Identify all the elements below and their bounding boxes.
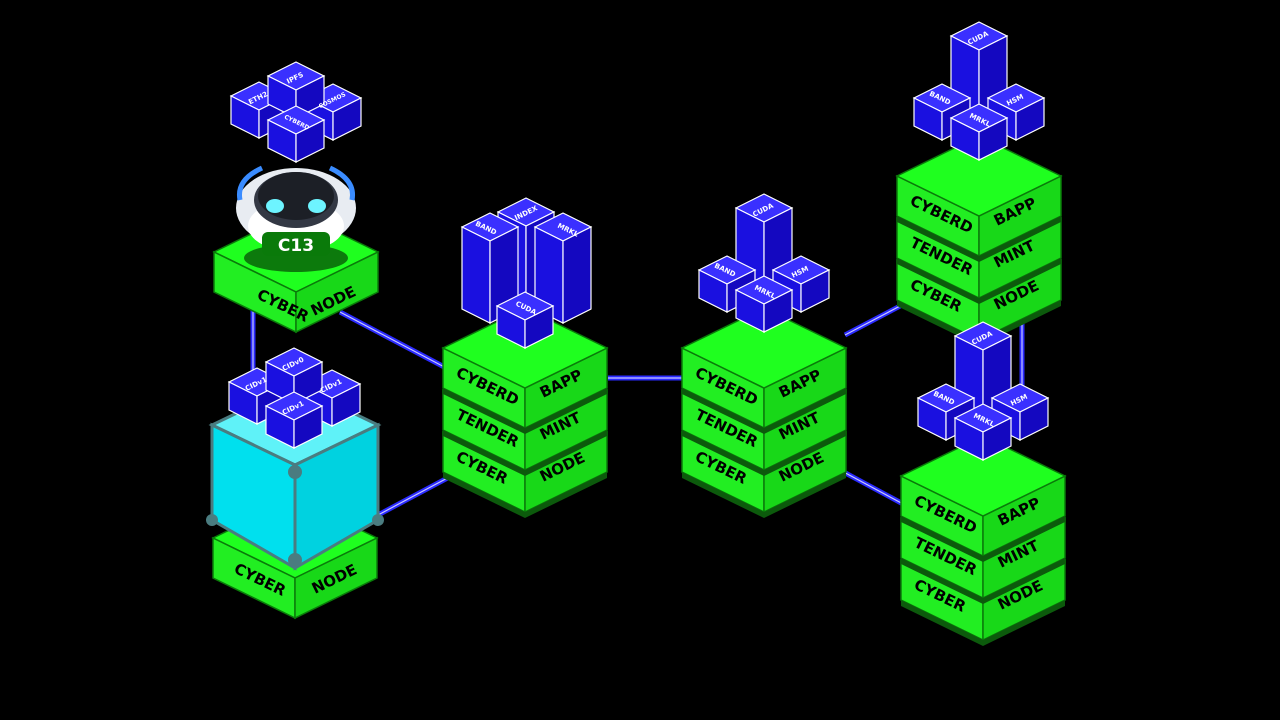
- stack-top-face: [895, 135, 1063, 217]
- stack-top-face: [899, 435, 1067, 517]
- robot-eye-left-icon: [266, 199, 284, 213]
- robot-eye-right-icon: [308, 199, 326, 213]
- robot-badge: C13: [278, 236, 314, 256]
- stack-top-face: [680, 307, 848, 389]
- storage-chips: CIDv0 CIDv1 CIDv1 CIDv1: [228, 347, 361, 449]
- robot-chips: ETH2 IPFS COSMOS CYBERD: [230, 61, 362, 163]
- storage-node: CYBER NODE CIDv0 CIDv1 CIDv1 CIDv1: [206, 347, 384, 619]
- robot-avatar: C13: [236, 165, 356, 272]
- robot-node: CYBER NODE C13 ETH2 IPFS COSMOS CYBE: [213, 61, 379, 333]
